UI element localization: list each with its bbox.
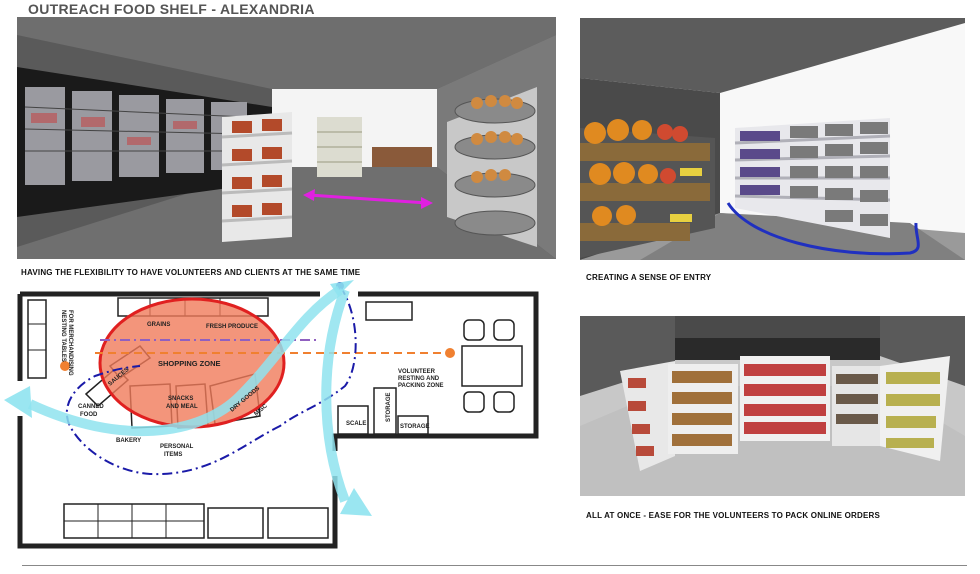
label-nesting-line2: FOR MERCHANDISING <box>67 310 73 376</box>
label-shopping-zone: SHOPPING ZONE <box>158 359 221 368</box>
floor-plan: GRAINS FRESH PRODUCE SHOPPING ZONE SNACK… <box>0 276 560 566</box>
label-bakery: BAKERY <box>116 438 141 444</box>
bottom-rule <box>22 565 967 566</box>
label-grains: GRAINS <box>147 322 170 328</box>
label-nesting-line1: NESTING TABLES <box>60 310 66 362</box>
label-canned-line1: CANNED <box>78 404 104 410</box>
label-canned-line2: FOOD <box>80 412 98 418</box>
label-storage: STORAGE <box>400 424 430 430</box>
caption-entry: CREATING A SENSE OF ENTRY <box>586 273 712 282</box>
label-volunteer-line2: RESTING AND <box>398 376 440 382</box>
label-personal-line2: ITEMS <box>164 452 182 458</box>
caption-flexibility: HAVING THE FLEXIBILITY TO HAVE VOLUNTEER… <box>21 268 361 277</box>
page-title: OUTREACH FOOD SHELF - ALEXANDRIA <box>28 1 315 17</box>
label-storage-vertical: STORAGE <box>386 392 392 422</box>
label-scale: SCALE <box>346 421 366 427</box>
render-store-interior <box>17 17 556 259</box>
caption-packing: ALL AT ONCE - EASE FOR THE VOLUNTEERS TO… <box>586 511 881 520</box>
label-volunteer-line3: PACKING ZONE <box>398 383 444 389</box>
label-snacks-line2: AND MEAL <box>166 404 198 410</box>
label-personal-line1: PERSONAL <box>160 444 194 450</box>
label-snacks-line1: SNACKS <box>168 396 193 402</box>
render-entry <box>580 18 965 260</box>
label-volunteer-line1: VOLUNTEER <box>398 369 436 375</box>
label-fresh-produce: FRESH PRODUCE <box>206 324 258 330</box>
render-packing <box>580 316 965 496</box>
